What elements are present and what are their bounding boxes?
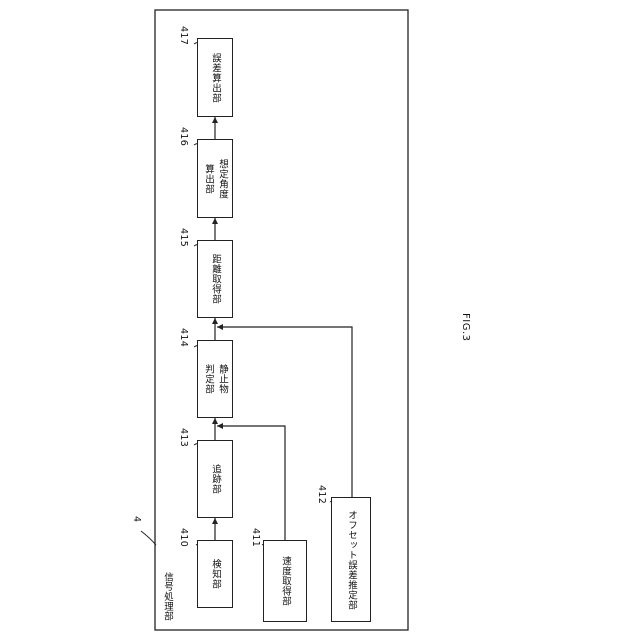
- block-414-ref: 414: [178, 328, 189, 347]
- block-415-ref: 415: [178, 228, 189, 247]
- block-417-label: 誤差算出部: [209, 53, 221, 103]
- block-415-label: 距離取得部: [209, 254, 221, 304]
- block-412-offset: オフセット誤差推定部: [331, 497, 371, 622]
- block-412-label: オフセット誤差推定部: [345, 510, 357, 610]
- block-410-ref: 410: [178, 528, 189, 547]
- block-416-assumed-angle: 想定角度 算出部: [197, 139, 233, 218]
- ref-4-leader: [141, 531, 156, 545]
- block-411-speed: 速度取得部: [263, 540, 307, 622]
- block-410-label: 検知部: [209, 559, 221, 589]
- block-411-label: 速度取得部: [279, 556, 291, 606]
- block-410-detection: 検知部: [197, 540, 233, 608]
- block-416-label: 想定角度 算出部: [202, 159, 228, 199]
- block-416-label-line-1: 想定角度: [216, 159, 228, 199]
- figure-label: FIG.3: [460, 313, 471, 342]
- block-414-label-line-2: 判定部: [202, 364, 214, 394]
- block-414-label-line-1: 静止物: [216, 364, 228, 394]
- block-414-label: 静止物 判定部: [202, 364, 228, 394]
- block-413-tracking: 追跡部: [197, 440, 233, 518]
- block-413-label: 追跡部: [209, 464, 221, 494]
- block-411-ref: 411: [250, 528, 261, 547]
- block-413-ref: 413: [178, 428, 189, 447]
- block-416-label-line-2: 算出部: [202, 159, 214, 199]
- block-417-error-calc: 誤差算出部: [197, 38, 233, 117]
- system-title: 信号処理部: [160, 572, 174, 621]
- block-412-ref: 412: [316, 485, 327, 504]
- block-415-distance: 距離取得部: [197, 240, 233, 318]
- block-417-ref: 417: [178, 26, 189, 45]
- block-414-stationary: 静止物 判定部: [197, 340, 233, 418]
- block-416-ref: 416: [178, 127, 189, 146]
- system-ref-label: 4: [131, 516, 142, 522]
